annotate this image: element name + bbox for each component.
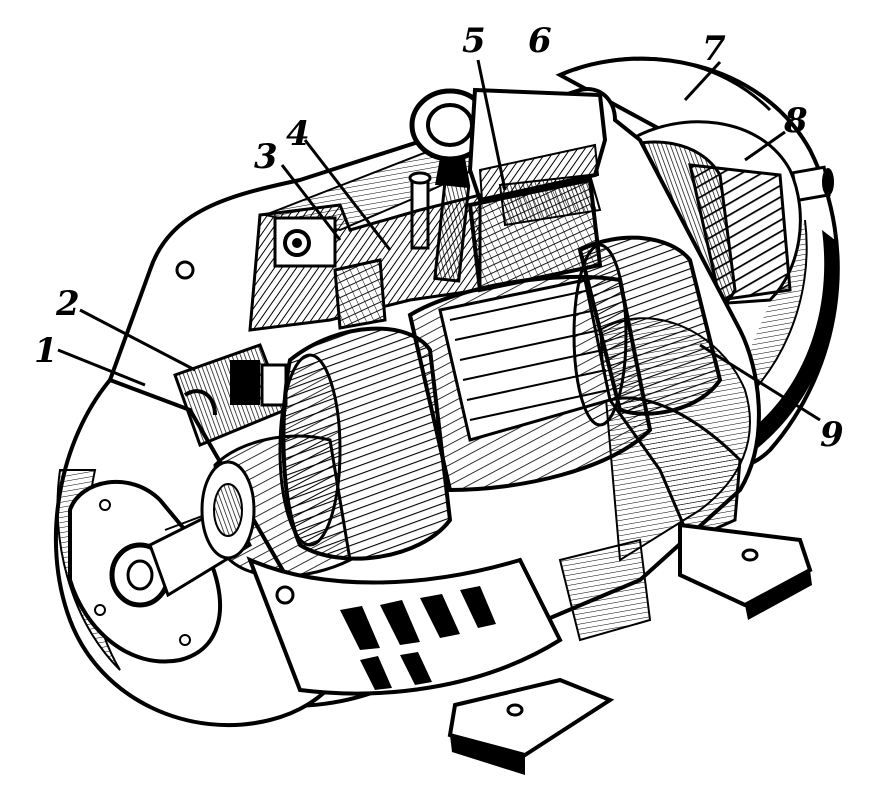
leader-line-8	[744, 130, 786, 162]
callout-1: 1	[34, 331, 58, 371]
leader-line-7	[683, 60, 722, 102]
armature-end-winding-front	[278, 326, 453, 561]
callout-6: 6	[528, 21, 552, 61]
callout-8: 8	[783, 101, 808, 141]
leader-line-3	[280, 164, 342, 241]
callout-7: 7	[702, 29, 726, 69]
callout-5: 5	[462, 21, 486, 61]
armature-end-winding-rear	[572, 235, 723, 427]
mounting-feet	[447, 396, 813, 775]
leader-line-1	[57, 348, 146, 387]
shaft-rear-end	[790, 165, 834, 203]
callout-3: 3	[254, 137, 278, 177]
callout-9: 9	[820, 415, 844, 455]
stator-yoke-section	[248, 193, 482, 332]
front-end-shield	[53, 260, 354, 728]
leader-line-9	[699, 343, 821, 422]
main-pole	[467, 87, 608, 293]
leader-line-4	[303, 139, 392, 251]
callout-4: 4	[286, 114, 310, 154]
leader-lines	[57, 59, 821, 422]
frame-lower-skirt	[246, 556, 563, 696]
leader-line-5	[476, 59, 507, 191]
callout-labels: 1 2 3 4 5 6 7 8 9	[34, 21, 844, 455]
leader-line-2	[79, 308, 196, 372]
callout-2: 2	[55, 284, 80, 324]
